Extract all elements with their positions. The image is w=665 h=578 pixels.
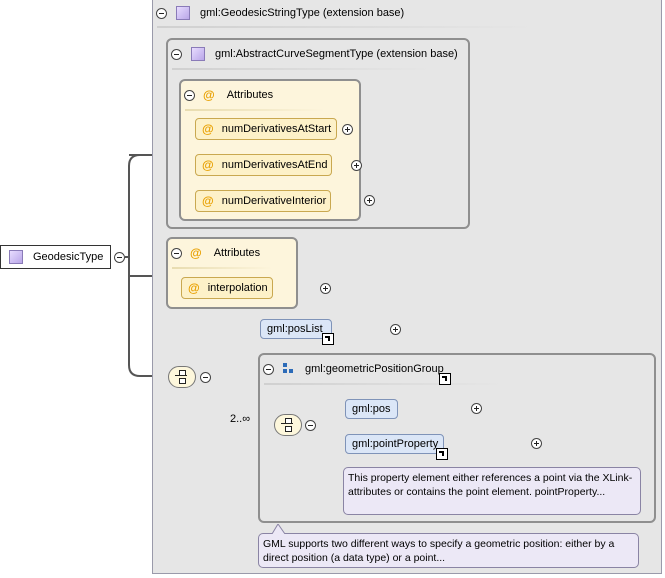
group-label: gml:geometricPositionGroup bbox=[305, 363, 444, 375]
element-label: gml:posList bbox=[267, 323, 323, 335]
at-icon: @ bbox=[188, 281, 200, 295]
sequence-icon bbox=[281, 418, 295, 432]
sequence-collapse-toggle[interactable] bbox=[200, 372, 211, 383]
expand-toggle[interactable] bbox=[320, 283, 332, 294]
ref-arrow-icon bbox=[436, 448, 448, 460]
expand-toggle[interactable] bbox=[342, 124, 353, 135]
root-type-label: GeodesicType bbox=[33, 251, 104, 263]
group-collapse-toggle[interactable] bbox=[263, 363, 274, 375]
ref-arrow-icon bbox=[322, 333, 334, 345]
element-label: gml:pointProperty bbox=[352, 438, 439, 450]
group-documentation: GML supports two different ways to speci… bbox=[258, 533, 639, 568]
type-icon bbox=[191, 47, 205, 61]
attribute-label: numDerivativesAtEnd bbox=[221, 159, 328, 171]
attributes-title: Attributes bbox=[226, 89, 274, 101]
attribute-interpolation[interactable]: @ interpolation bbox=[181, 277, 273, 299]
group-icon bbox=[283, 363, 295, 375]
sequence-collapse-toggle[interactable] bbox=[305, 420, 316, 431]
at-icon: @ bbox=[203, 88, 215, 102]
attribute-label: numDerivativeInterior bbox=[221, 195, 327, 207]
sequence-compositor[interactable] bbox=[168, 366, 196, 388]
attribute-numDerivativesAtEnd[interactable]: @ numDerivativesAtEnd bbox=[195, 154, 332, 176]
at-icon: @ bbox=[202, 122, 214, 136]
at-icon: @ bbox=[202, 194, 214, 208]
sequence-icon bbox=[175, 370, 189, 384]
attribute-numDerivativeInterior[interactable]: @ numDerivativeInterior bbox=[195, 190, 331, 212]
expand-toggle[interactable] bbox=[471, 403, 483, 414]
ref-arrow-icon bbox=[439, 373, 451, 385]
type-icon bbox=[9, 250, 23, 264]
expand-toggle[interactable] bbox=[351, 160, 363, 171]
extension-base-label: gml:GeodesicStringType (extension base) bbox=[200, 7, 405, 19]
at-icon: @ bbox=[202, 158, 214, 172]
expand-toggle[interactable] bbox=[364, 195, 376, 206]
attributes-divider bbox=[185, 109, 325, 111]
attributes-collapse-toggle[interactable] bbox=[171, 247, 182, 259]
attributes-title: Attributes bbox=[213, 247, 261, 259]
attribute-label: interpolation bbox=[207, 282, 268, 294]
type-icon bbox=[176, 6, 190, 20]
attributes-divider bbox=[172, 267, 272, 269]
doc-text: This property element either references … bbox=[348, 472, 633, 498]
expand-toggle[interactable] bbox=[531, 438, 543, 449]
element-pointProperty[interactable]: gml:pointProperty bbox=[345, 434, 444, 454]
doc-text: GML supports two different ways to speci… bbox=[263, 538, 615, 564]
extension-collapse-toggle[interactable] bbox=[156, 7, 167, 19]
element-posList[interactable]: gml:posList bbox=[260, 319, 332, 339]
attribute-numDerivativesAtStart[interactable]: @ numDerivativesAtStart bbox=[195, 118, 337, 140]
header-divider bbox=[157, 26, 537, 28]
attribute-label: numDerivativesAtStart bbox=[221, 123, 332, 135]
doc-pointer bbox=[272, 524, 286, 534]
multiplicity-label: 2..∞ bbox=[230, 413, 251, 425]
element-label: gml:pos bbox=[352, 403, 391, 415]
inner-extension-collapse-toggle[interactable] bbox=[171, 48, 182, 60]
group-divider bbox=[264, 383, 504, 385]
at-icon: @ bbox=[190, 246, 202, 260]
root-type-box[interactable]: GeodesicType bbox=[0, 245, 111, 269]
sequence-compositor[interactable] bbox=[274, 414, 302, 436]
expand-toggle[interactable] bbox=[390, 324, 402, 335]
attributes-collapse-toggle[interactable] bbox=[184, 89, 195, 101]
element-pos[interactable]: gml:pos bbox=[345, 399, 398, 419]
root-collapse-toggle[interactable] bbox=[114, 252, 125, 263]
inner-extension-label: gml:AbstractCurveSegmentType (extension … bbox=[215, 48, 458, 60]
header-divider bbox=[172, 68, 432, 70]
point-property-documentation: This property element either references … bbox=[343, 467, 641, 515]
